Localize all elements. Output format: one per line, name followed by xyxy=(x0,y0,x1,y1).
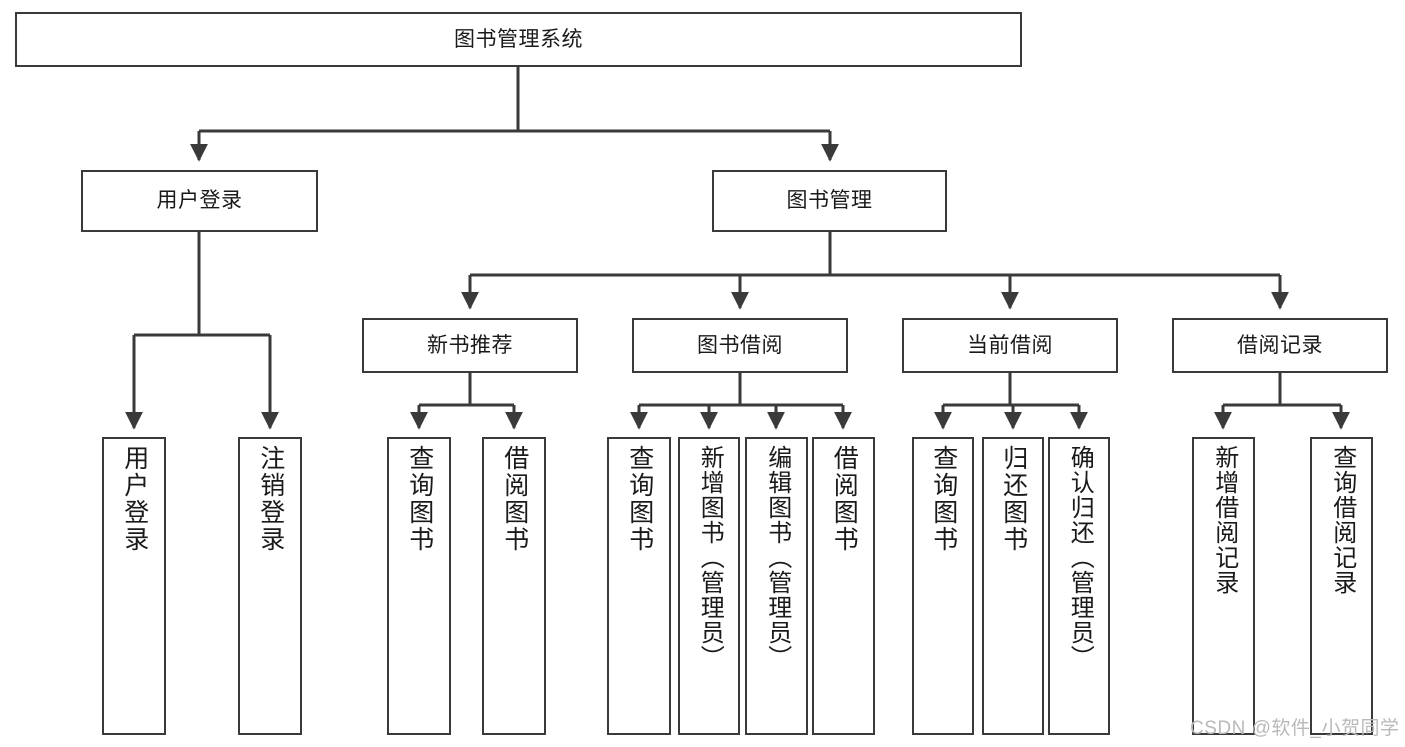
leaf-borrow-book-1[interactable]: 借阅图书 xyxy=(482,437,546,735)
leaf-user-login[interactable]: 用户登录 xyxy=(102,437,166,735)
node-user-login-label: 用户登录 xyxy=(156,189,243,213)
leaf-add-record[interactable]: 新增借阅记录 xyxy=(1192,437,1255,735)
leaf-return-book[interactable]: 归还图书 xyxy=(982,437,1044,735)
node-book-borrow-label: 图书借阅 xyxy=(697,333,783,357)
node-root[interactable]: 图书管理系统 xyxy=(15,12,1022,67)
leaf-borrow-book-1-label: 借阅图书 xyxy=(500,445,529,553)
leaf-query-book-3[interactable]: 查询图书 xyxy=(912,437,974,735)
node-current-borrow[interactable]: 当前借阅 xyxy=(902,318,1118,373)
node-book-borrow[interactable]: 图书借阅 xyxy=(632,318,848,373)
node-new-book-rec[interactable]: 新书推荐 xyxy=(362,318,578,373)
leaf-query-book-3-label: 查询图书 xyxy=(929,445,958,553)
leaf-query-book-2[interactable]: 查询图书 xyxy=(607,437,671,735)
leaf-add-book[interactable]: 新增图书（管理员） xyxy=(678,437,740,735)
node-root-label: 图书管理系统 xyxy=(454,27,583,51)
node-new-book-rec-label: 新书推荐 xyxy=(427,333,513,357)
node-book-manage[interactable]: 图书管理 xyxy=(712,170,947,232)
leaf-query-record[interactable]: 查询借阅记录 xyxy=(1310,437,1373,735)
leaf-query-book-1-label: 查询图书 xyxy=(405,445,434,553)
leaf-query-book-1[interactable]: 查询图书 xyxy=(387,437,451,735)
leaf-user-login-label: 用户登录 xyxy=(120,445,149,553)
leaf-query-book-2-label: 查询图书 xyxy=(625,445,654,553)
csdn-watermark: CSDN @软件_小贺同学 xyxy=(1190,718,1400,739)
leaf-return-book-label: 归还图书 xyxy=(999,445,1028,553)
leaf-logout[interactable]: 注销登录 xyxy=(238,437,302,735)
leaf-borrow-book-2[interactable]: 借阅图书 xyxy=(812,437,875,735)
leaf-add-book-label: 新增图书（管理员） xyxy=(696,445,724,670)
leaf-edit-book[interactable]: 编辑图书（管理员） xyxy=(745,437,808,735)
leaf-edit-book-label: 编辑图书（管理员） xyxy=(763,445,791,670)
leaf-logout-label: 注销登录 xyxy=(256,445,285,553)
node-book-manage-label: 图书管理 xyxy=(786,189,873,213)
node-borrow-record[interactable]: 借阅记录 xyxy=(1172,318,1388,373)
leaf-confirm-return[interactable]: 确认归还（管理员） xyxy=(1048,437,1110,735)
leaf-query-record-label: 查询借阅记录 xyxy=(1328,445,1356,595)
leaf-add-record-label: 新增借阅记录 xyxy=(1210,445,1238,595)
leaf-borrow-book-2-label: 借阅图书 xyxy=(830,445,859,553)
node-current-borrow-label: 当前借阅 xyxy=(967,333,1053,357)
node-user-login[interactable]: 用户登录 xyxy=(81,170,318,232)
node-borrow-record-label: 借阅记录 xyxy=(1237,333,1323,357)
leaf-confirm-return-label: 确认归还（管理员） xyxy=(1066,445,1094,670)
